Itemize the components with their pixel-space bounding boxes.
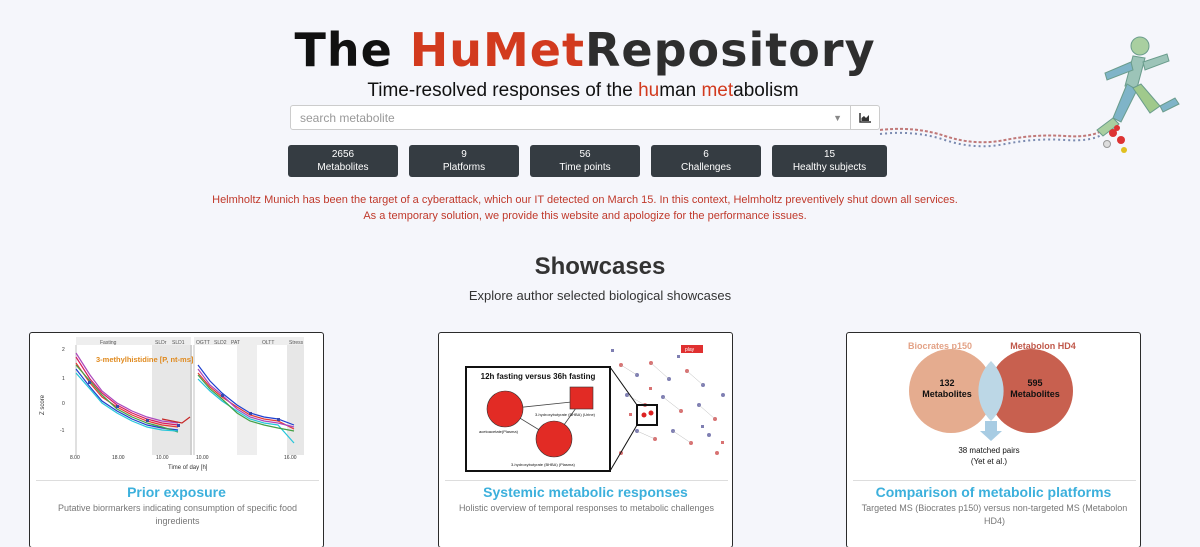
phase-label: OLTT [262, 340, 274, 346]
venn-left-unit: Metabolites [922, 389, 972, 399]
venn-right-count: 595 [1027, 378, 1042, 388]
showcases-title: Showcases [534, 253, 666, 280]
stat-label: Healthy subjects [792, 162, 867, 173]
page-subtitle: Time-resolved responses of the human met… [0, 80, 1166, 102]
subtitle-abolism: abolism [733, 80, 799, 101]
phase-label: SLDr [155, 340, 167, 346]
stat-label: Platforms [442, 162, 486, 173]
phase-label: OGTT [196, 340, 210, 346]
x-tick: 10.00 [196, 455, 209, 461]
y-tick: 2 [62, 347, 65, 353]
runner-molecule-illustration [879, 36, 1180, 153]
stat-label: Challenges [680, 162, 732, 173]
play-label: play [685, 347, 695, 353]
page-title: The HuMetRepository [0, 24, 1170, 76]
stat-label: Time points [559, 162, 611, 173]
stat-metabolites[interactable]: 2656 Metabolites [288, 145, 398, 177]
venn-right-name: Metabolon HD4 [1010, 341, 1076, 351]
title-the: The [294, 23, 393, 77]
systemic-responses-network-image: play 12h fasting versus 36h fasting acet… [441, 335, 730, 475]
phase-label: PAT [231, 340, 240, 346]
area-chart-icon [859, 112, 871, 123]
stat-healthy-subjects[interactable]: 15 Healthy subjects [772, 145, 887, 177]
x-tick: 10.00 [156, 455, 169, 461]
y-tick: -1 [60, 428, 65, 434]
venn-left-count: 132 [939, 378, 954, 388]
card-title-link[interactable]: Comparison of metabolic platforms [875, 484, 1112, 500]
phase-label: Stress [289, 340, 304, 346]
phase-label: SLD1 [172, 340, 185, 346]
venn-overlap-line2: (Yet et al.) [971, 457, 1008, 466]
search-row: ▼ [290, 105, 880, 130]
showcase-card-prior-exposure[interactable]: Fasting SLDr SLD1 OGTT SLD2 PAT OLTT Str… [29, 332, 324, 547]
venn-overlap-line1: 38 matched pairs [958, 446, 1019, 455]
search-input[interactable] [291, 106, 850, 129]
platform-venn-diagram-image: Biocrates p150 Metabolon HD4 132 Metabol… [849, 335, 1138, 475]
stat-value: 15 [823, 149, 836, 160]
chart-button[interactable] [851, 105, 880, 130]
subtitle-hu: hu [638, 80, 660, 101]
phase-label: SLD2 [214, 340, 227, 346]
card-divider [36, 480, 319, 481]
card-description: Targeted MS (Biocrates p150) versus non-… [861, 503, 1128, 526]
venn-right-circle [989, 349, 1073, 433]
phase-label: Fasting [100, 340, 117, 346]
x-axis-label: Time of day [h] [168, 465, 208, 471]
showcase-card-systemic-responses[interactable]: play 12h fasting versus 36h fasting acet… [438, 332, 733, 547]
arrow-down-icon [980, 421, 1002, 441]
network-box-title: 12h fasting versus 36h fasting [481, 372, 596, 381]
card-title-link[interactable]: Systemic metabolic responses [483, 484, 688, 500]
node-label: 3-hydroxybutyrate (BHBA) (Plasma) [511, 462, 575, 467]
stat-time-points[interactable]: 56 Time points [530, 145, 640, 177]
x-tick: 16.00 [284, 455, 297, 461]
x-tick: 8.00 [70, 455, 80, 461]
card-description: Holistic overview of temporal responses … [458, 503, 715, 513]
showcase-card-platform-comparison[interactable]: Biocrates p150 Metabolon HD4 132 Metabol… [846, 332, 1141, 547]
cyberattack-notice: Helmholtz Munich has been the target of … [212, 194, 958, 222]
x-tick: 18.00 [112, 455, 125, 461]
title-humet: HuMet [409, 23, 585, 77]
stat-value: 2656 [331, 149, 355, 160]
subtitle-man: man [659, 80, 697, 101]
card-title-link[interactable]: Prior exposure [127, 484, 226, 500]
venn-right-unit: Metabolites [1010, 389, 1060, 399]
card-description: Putative biormarkers indicating consumpt… [57, 503, 298, 526]
chevron-down-icon[interactable]: ▼ [833, 113, 842, 123]
stat-challenges[interactable]: 6 Challenges [651, 145, 761, 177]
node-label: 3-hydroxybutyrate (BHBA) (Urine) [535, 412, 596, 417]
showcases-subtitle: Explore author selected biological showc… [468, 288, 732, 303]
subtitle-met: met [701, 80, 734, 101]
venn-left-name: Biocrates p150 [908, 341, 972, 351]
metabolite-label: 3-methylhistidine [P, nt-ms] [96, 355, 194, 364]
venn-left-circle [909, 349, 993, 433]
stat-platforms[interactable]: 9 Platforms [409, 145, 519, 177]
card-divider [445, 480, 728, 481]
stat-label: Metabolites [317, 162, 369, 173]
title-repository: Repository [585, 23, 876, 77]
subtitle-text: Time-resolved responses of the [367, 80, 633, 101]
stat-value: 6 [703, 149, 709, 160]
y-tick: 0 [62, 401, 65, 407]
y-tick: 1 [62, 376, 65, 382]
node-label: acetoacetate(Plasma) [479, 429, 519, 434]
card-divider [853, 480, 1136, 481]
stats-bar: 2656 Metabolites 9 Platforms 56 Time poi… [288, 145, 887, 177]
stat-value: 9 [461, 149, 467, 160]
y-axis-label: Z score [40, 394, 46, 415]
prior-exposure-chart-image: Fasting SLDr SLD1 OGTT SLD2 PAT OLTT Str… [32, 335, 321, 475]
stat-value: 56 [579, 149, 591, 160]
search-box[interactable]: ▼ [290, 105, 851, 130]
